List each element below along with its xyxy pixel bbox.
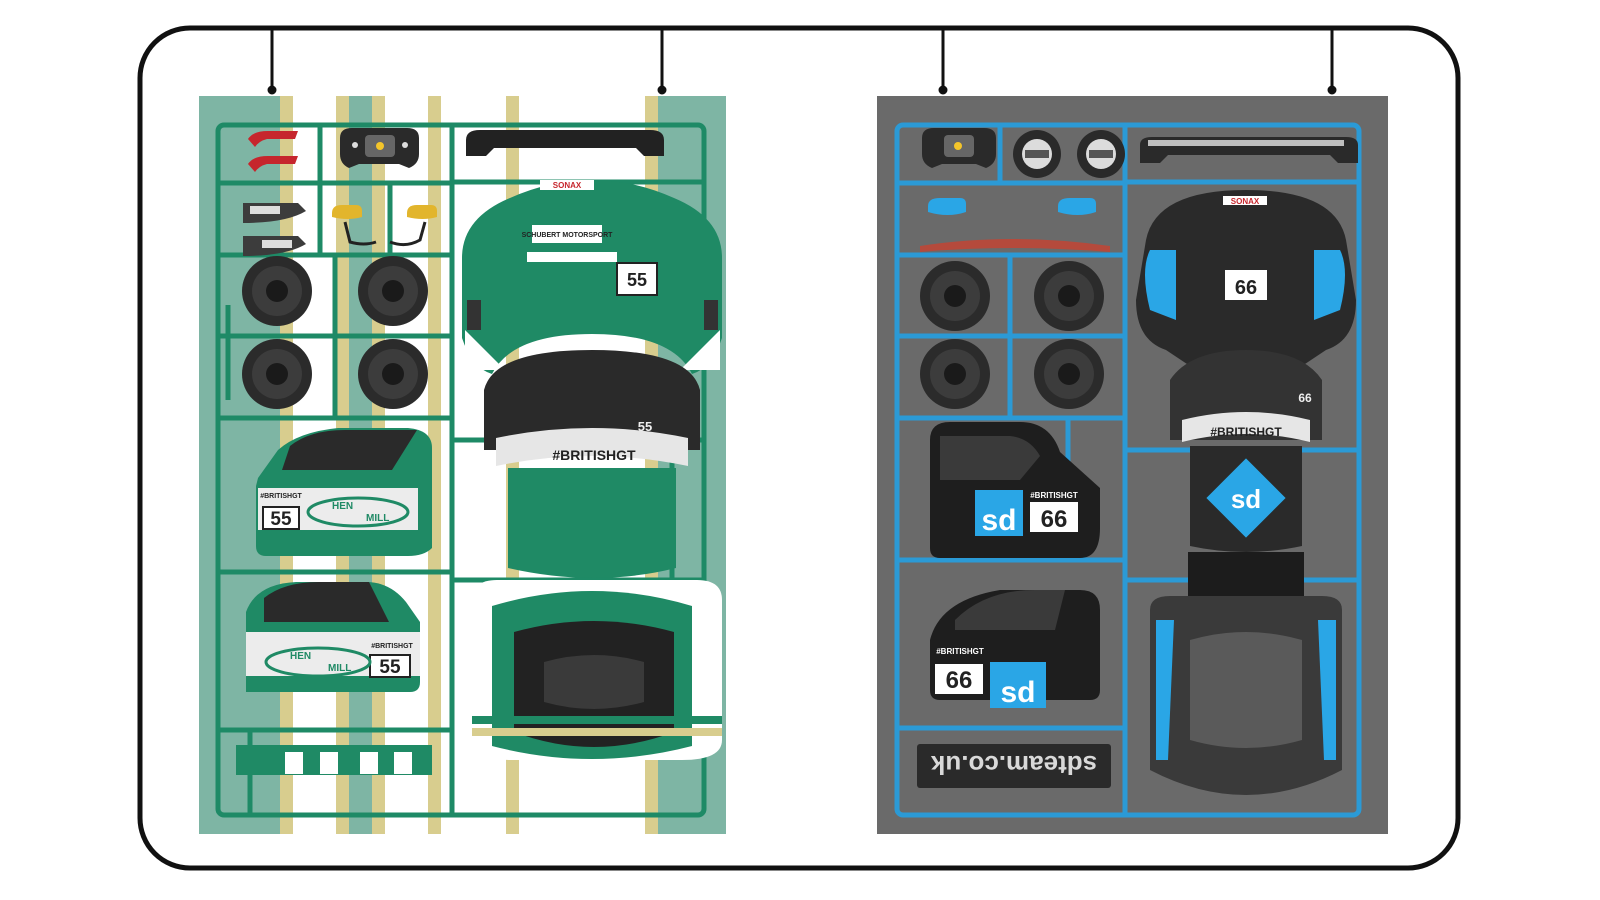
left-door-lower-number: 55 [379, 657, 401, 678]
left-door-upper-number: 55 [270, 509, 292, 530]
left-door-lower-series: #BRITISHGT [371, 643, 413, 650]
right-wheels [920, 261, 1104, 409]
right-door-lower: sd 66 #BRITISHGT [930, 590, 1100, 709]
left-hood-number: 55 [627, 270, 647, 290]
left-kit-sheet: 55 #BRITISHGT HEN MILL 55 #BRITISHGT HEN… [199, 96, 726, 834]
right-sprue-grid [894, 122, 1362, 818]
right-windscreen-series: #BRITISHGT [1210, 425, 1282, 439]
right-door-upper-number: 66 [1041, 506, 1068, 533]
right-door-lower-series: #BRITISHGT [936, 647, 984, 656]
right-light-strip [920, 239, 1110, 252]
right-steering-wheel [922, 128, 996, 168]
right-website-plate: sdteam.co.uk [917, 744, 1111, 788]
left-gold-mirror-parts [332, 205, 437, 247]
right-website-text: sdteam.co.uk [930, 750, 1097, 780]
right-door-lower-logo: sd [1000, 676, 1035, 709]
left-door-lower-logo-left: HEN [290, 651, 311, 662]
left-rear-wing [466, 130, 664, 156]
right-kit-sheet: sd 66 #BRITISHGT sd 66 #BRITISHGT sdteam… [877, 96, 1388, 834]
left-hood-sponsor: SONAX [553, 181, 582, 190]
right-hood-sponsor: SONAX [1231, 197, 1260, 206]
right-door-upper-series: #BRITISHGT [1030, 491, 1078, 500]
left-door-upper: 55 #BRITISHGT HEN MILL [256, 428, 432, 556]
right-door-lower-number: 66 [946, 667, 973, 694]
left-windscreen-series: #BRITISHGT [552, 447, 636, 463]
left-door-upper-series: #BRITISHGT [260, 493, 302, 500]
right-headlights [1013, 130, 1125, 178]
left-headlight-parts [243, 203, 306, 256]
left-front-splitter [236, 745, 432, 775]
display-frame [137, 25, 1461, 871]
left-car-body: SONAX SCHUBERT MOTORSPORT 55 #BRITISHGT … [462, 180, 722, 760]
right-car-body: SONAX 66 #BRITISHGT 66 sd [1136, 190, 1356, 795]
left-red-mirror-parts [248, 131, 298, 172]
left-door-lower-logo-right: MILL [328, 663, 351, 674]
right-rear-wing [1140, 137, 1358, 163]
right-door-upper: sd 66 #BRITISHGT [930, 422, 1100, 558]
left-door-upper-logo-left: HEN [332, 501, 353, 512]
left-door-upper-logo-right: MILL [366, 513, 389, 524]
right-hood-number: 66 [1235, 277, 1257, 299]
right-roof-number: 66 [1298, 391, 1312, 405]
right-roof-logo: sd [1231, 484, 1261, 514]
right-blue-mirrors [928, 198, 1096, 215]
left-wheels [242, 256, 428, 409]
left-roof-text: SCHUBERT MOTORSPORT [522, 232, 614, 239]
left-roof-number: 55 [638, 419, 652, 434]
right-door-upper-logo: sd [981, 504, 1016, 537]
left-steering-wheel [340, 128, 419, 168]
left-door-lower: 55 #BRITISHGT HEN MILL [246, 582, 420, 692]
